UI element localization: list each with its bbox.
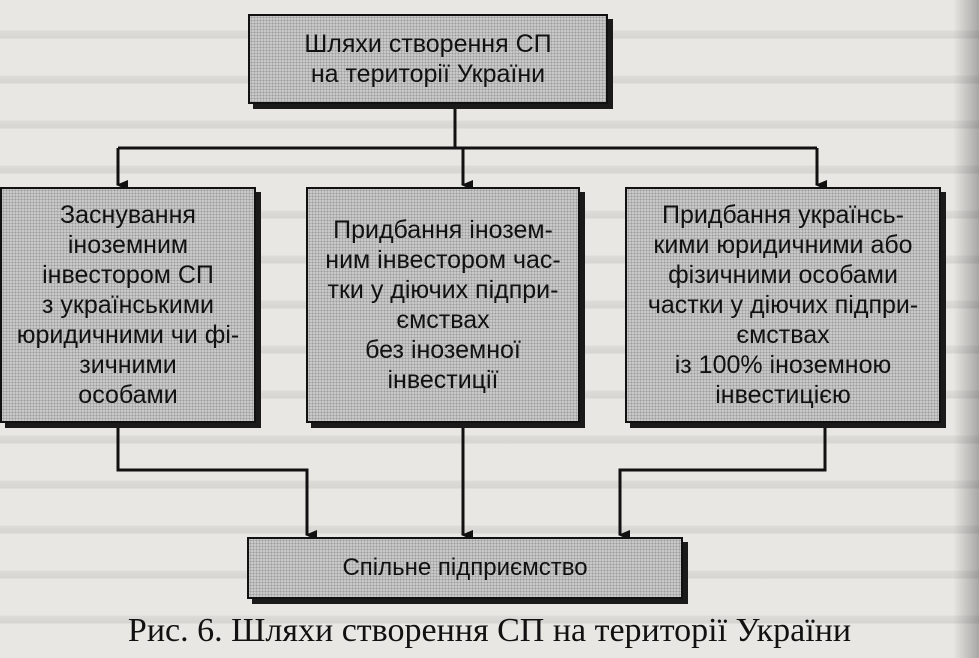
figure-caption: Рис. 6. Шляхи створення СП на території … — [127, 612, 852, 649]
arrow-right-to-bottom — [618, 428, 827, 540]
branch-box-founding-by-foreign-investor: Заснування іноземним інвестором СП з укр… — [0, 187, 256, 423]
page-shadow-edge — [953, 0, 979, 658]
branch-box-acquisition-by-ukrainian-entities: Придбання українсь- кими юридичними або … — [625, 187, 941, 423]
top-box-ways-of-creating-jv: Шляхи створення СП на території України — [248, 14, 608, 104]
branch-box-acquisition-by-foreign-investor: Придбання інозем- ним інвестором час- тк… — [306, 187, 580, 423]
arrow-left-to-bottom — [116, 428, 317, 540]
bottom-box-joint-venture: Спільне підприємство — [247, 537, 683, 599]
